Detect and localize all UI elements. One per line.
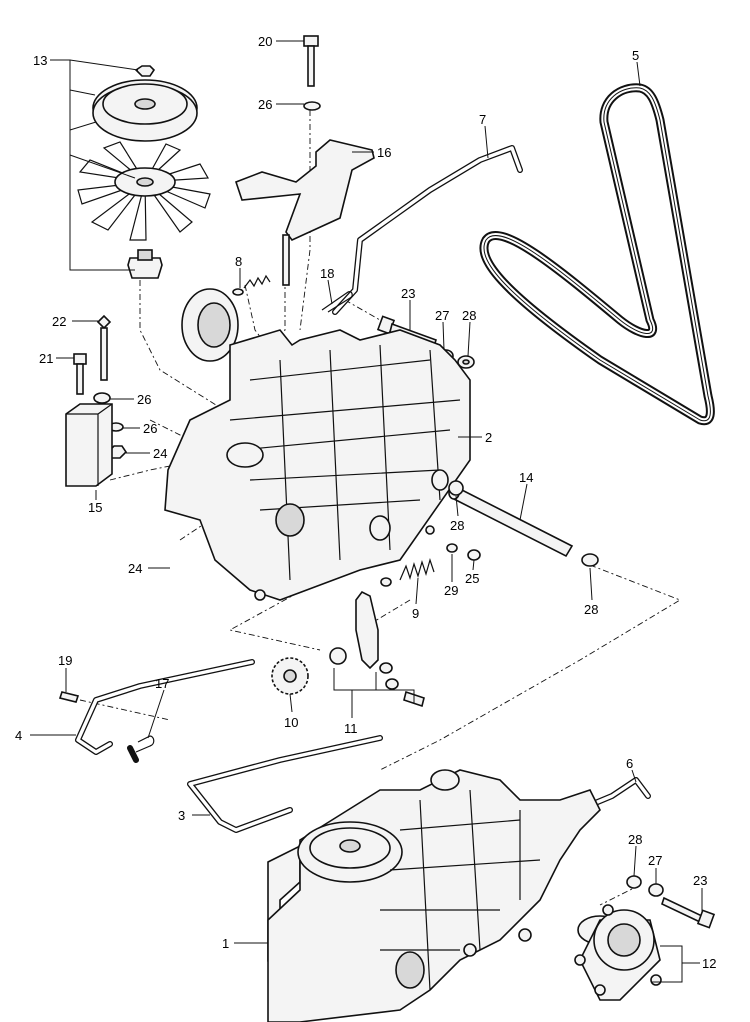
callout-28-mid: 28 <box>450 518 464 533</box>
callout-20: 20 <box>258 34 272 49</box>
part-spring-9 <box>380 543 458 587</box>
callout-5: 5 <box>632 48 639 63</box>
part-transaxle-upper <box>164 288 471 601</box>
callout-23-upper: 23 <box>401 286 415 301</box>
callout-13: 13 <box>33 53 47 68</box>
callout-22: 22 <box>52 314 66 329</box>
callout-29: 29 <box>444 583 458 598</box>
callout-11: 11 <box>344 721 358 736</box>
callout-17: 17 <box>155 676 169 691</box>
callout-10: 10 <box>284 715 298 730</box>
part-rod-4 <box>75 659 255 755</box>
callout-7: 7 <box>479 112 486 127</box>
callout-9: 9 <box>412 606 419 621</box>
part-axle-hub-12 <box>574 904 662 1001</box>
callout-26-block-b: 26 <box>143 421 157 436</box>
part-bolt-23-lower <box>626 875 716 929</box>
part-sprocket-10 <box>271 657 309 695</box>
part-pin-17-19 <box>58 691 155 753</box>
part-spring-8 <box>232 274 271 296</box>
callout-2: 2 <box>485 430 492 445</box>
callout-28-lower: 28 <box>628 832 642 847</box>
callout-28-right: 28 <box>584 602 598 617</box>
callout-labels: 13 20 26 16 7 5 8 18 23 27 28 22 21 26 2… <box>15 34 716 971</box>
part-arm-11 <box>329 590 425 708</box>
callout-3: 3 <box>178 808 185 823</box>
callout-26-top: 26 <box>258 97 272 112</box>
leader-lines <box>30 40 703 983</box>
callout-25: 25 <box>465 571 479 586</box>
callout-21: 21 <box>39 351 53 366</box>
callout-12: 12 <box>702 956 716 971</box>
part-transaxle-lower <box>267 769 623 1022</box>
part-rod-7 <box>332 145 523 315</box>
callout-24-lower: 24 <box>128 561 142 576</box>
callout-27-upper: 27 <box>435 308 449 323</box>
callout-1: 1 <box>222 936 229 951</box>
callout-15: 15 <box>88 500 102 515</box>
callout-19: 19 <box>58 653 72 668</box>
callout-23-lower: 23 <box>693 873 707 888</box>
part-pin-18 <box>321 291 353 313</box>
part-block-15-hardware <box>65 314 128 487</box>
callout-26-block-a: 26 <box>137 392 151 407</box>
part-belt-5 <box>479 83 715 426</box>
callout-28-upper: 28 <box>462 308 476 323</box>
callout-6: 6 <box>626 756 633 771</box>
callout-24-block: 24 <box>153 446 167 461</box>
part-pulley-fan-assembly <box>77 65 211 279</box>
callout-16: 16 <box>377 145 391 160</box>
callout-4: 4 <box>15 728 22 743</box>
callout-18: 18 <box>320 266 334 281</box>
part-bracket-bolt <box>234 35 375 286</box>
part-shaft-14 <box>448 480 599 567</box>
callout-27-lower: 27 <box>648 853 662 868</box>
part-rod-3 <box>127 735 383 833</box>
callout-8: 8 <box>235 254 242 269</box>
callout-14: 14 <box>519 470 533 485</box>
